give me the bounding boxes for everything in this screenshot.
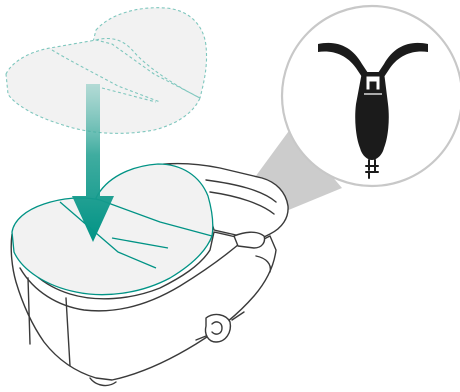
apron-cover-icon — [6, 8, 207, 134]
